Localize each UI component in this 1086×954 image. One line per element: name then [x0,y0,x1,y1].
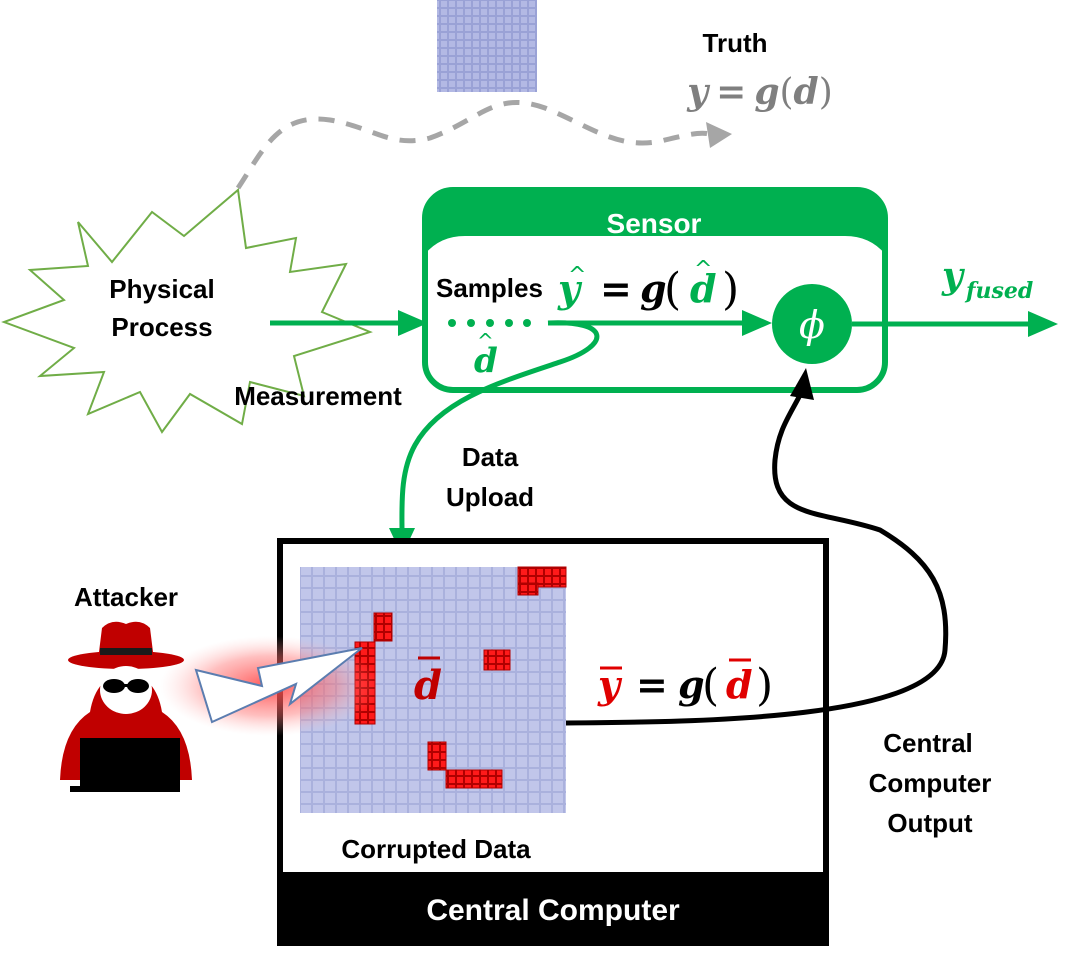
data-upload-arrow [399,320,600,533]
sensor-title: Sensor [607,208,702,239]
svg-text:d: d [690,266,717,311]
measurement-arrowhead [398,310,428,336]
samples-to-fusion-arrowhead [742,310,772,336]
attacker-icon [60,621,192,792]
svg-text:(: ( [702,660,719,711]
fusion-node [772,284,852,364]
central-equation: y = g ( d ) [597,658,773,711]
truth-title: Truth [703,28,768,58]
svg-text:(: ( [664,264,681,315]
attack-lightning-icon [194,647,363,724]
central-computer-title: Central Computer [426,894,680,927]
output-arrowhead [1028,311,1058,337]
truth-arrow [235,100,711,190]
svg-text:fused: fused [964,278,1033,304]
central-output-label-2: Computer [869,768,992,798]
truth-arrowhead [706,122,732,148]
physical-process-burst [1,188,373,434]
physical-process-label-2: Process [111,312,212,342]
samples-label: Samples [436,273,543,303]
svg-text:y: y [941,255,965,297]
data-upload-label-2: Upload [446,482,534,512]
corrupted-data-label: Corrupted Data [341,834,531,864]
physical-process-label: Physical [109,274,215,304]
d-hat-accent: ^ [477,329,494,353]
svg-text:=: = [600,267,632,311]
central-output-arrow [565,393,949,726]
svg-text:d: d [726,662,753,707]
svg-text:): ) [722,264,739,315]
sensor-equation: y ^ = g ( d ^ ) [557,257,739,315]
central-output-label-3: Output [887,808,973,838]
sample-dots [448,319,531,327]
svg-text:): ) [756,660,773,711]
d-bar-label: d [414,662,442,709]
measurement-label: Measurement [234,381,402,411]
svg-text:g: g [678,662,705,707]
svg-text:^: ^ [694,257,712,282]
central-output-arrowhead [790,368,814,400]
data-upload-label: Data [462,442,519,472]
d-hat-label: d [474,341,498,381]
truth-data-thumbnail [437,0,537,92]
output-label: y fused [941,255,1033,304]
svg-text:y: y [557,266,583,311]
truth-equation: y=g(d) [686,71,833,113]
central-output-label: Central [883,728,973,758]
central-computer-footer [280,872,826,943]
svg-text:=: = [636,663,668,707]
fusion-symbol: ϕ [799,303,825,347]
svg-text:^: ^ [568,263,586,288]
attacker-label: Attacker [74,582,178,612]
svg-text:g: g [640,266,667,311]
sensor-header [425,190,885,254]
